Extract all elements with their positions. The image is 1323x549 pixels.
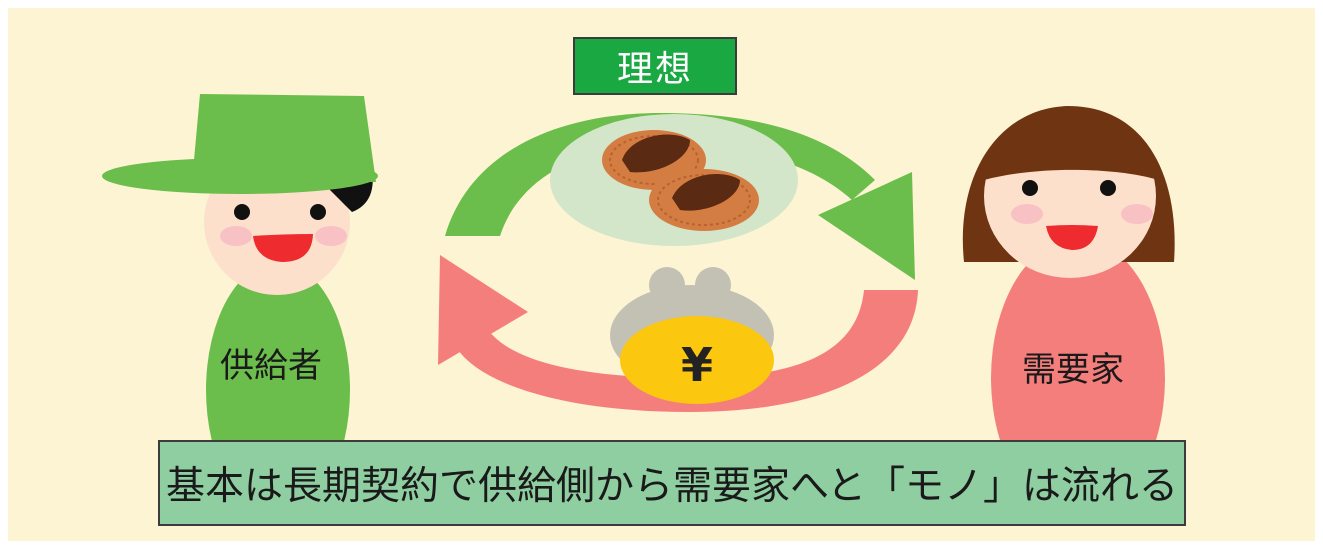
- cookie-right: [649, 169, 759, 231]
- yen-symbol: ¥: [680, 338, 713, 392]
- consumer-mouth: [1046, 225, 1098, 250]
- caption-box-fill: [158, 440, 1186, 526]
- title-box-fill: [573, 37, 737, 95]
- diagram-title: 理想: [573, 37, 737, 95]
- supplier-mouth: [253, 234, 313, 262]
- cookies-plate-icon: [550, 114, 798, 246]
- coin-purse-icon: [610, 267, 774, 404]
- money-arrow-icon: [438, 255, 918, 412]
- supplier-label: 供給者: [220, 346, 322, 386]
- consumer-label: 需要家: [1022, 350, 1124, 390]
- caption-text: 基本は長期契約で供給側から需要家へと「モノ」は流れる: [158, 440, 1186, 526]
